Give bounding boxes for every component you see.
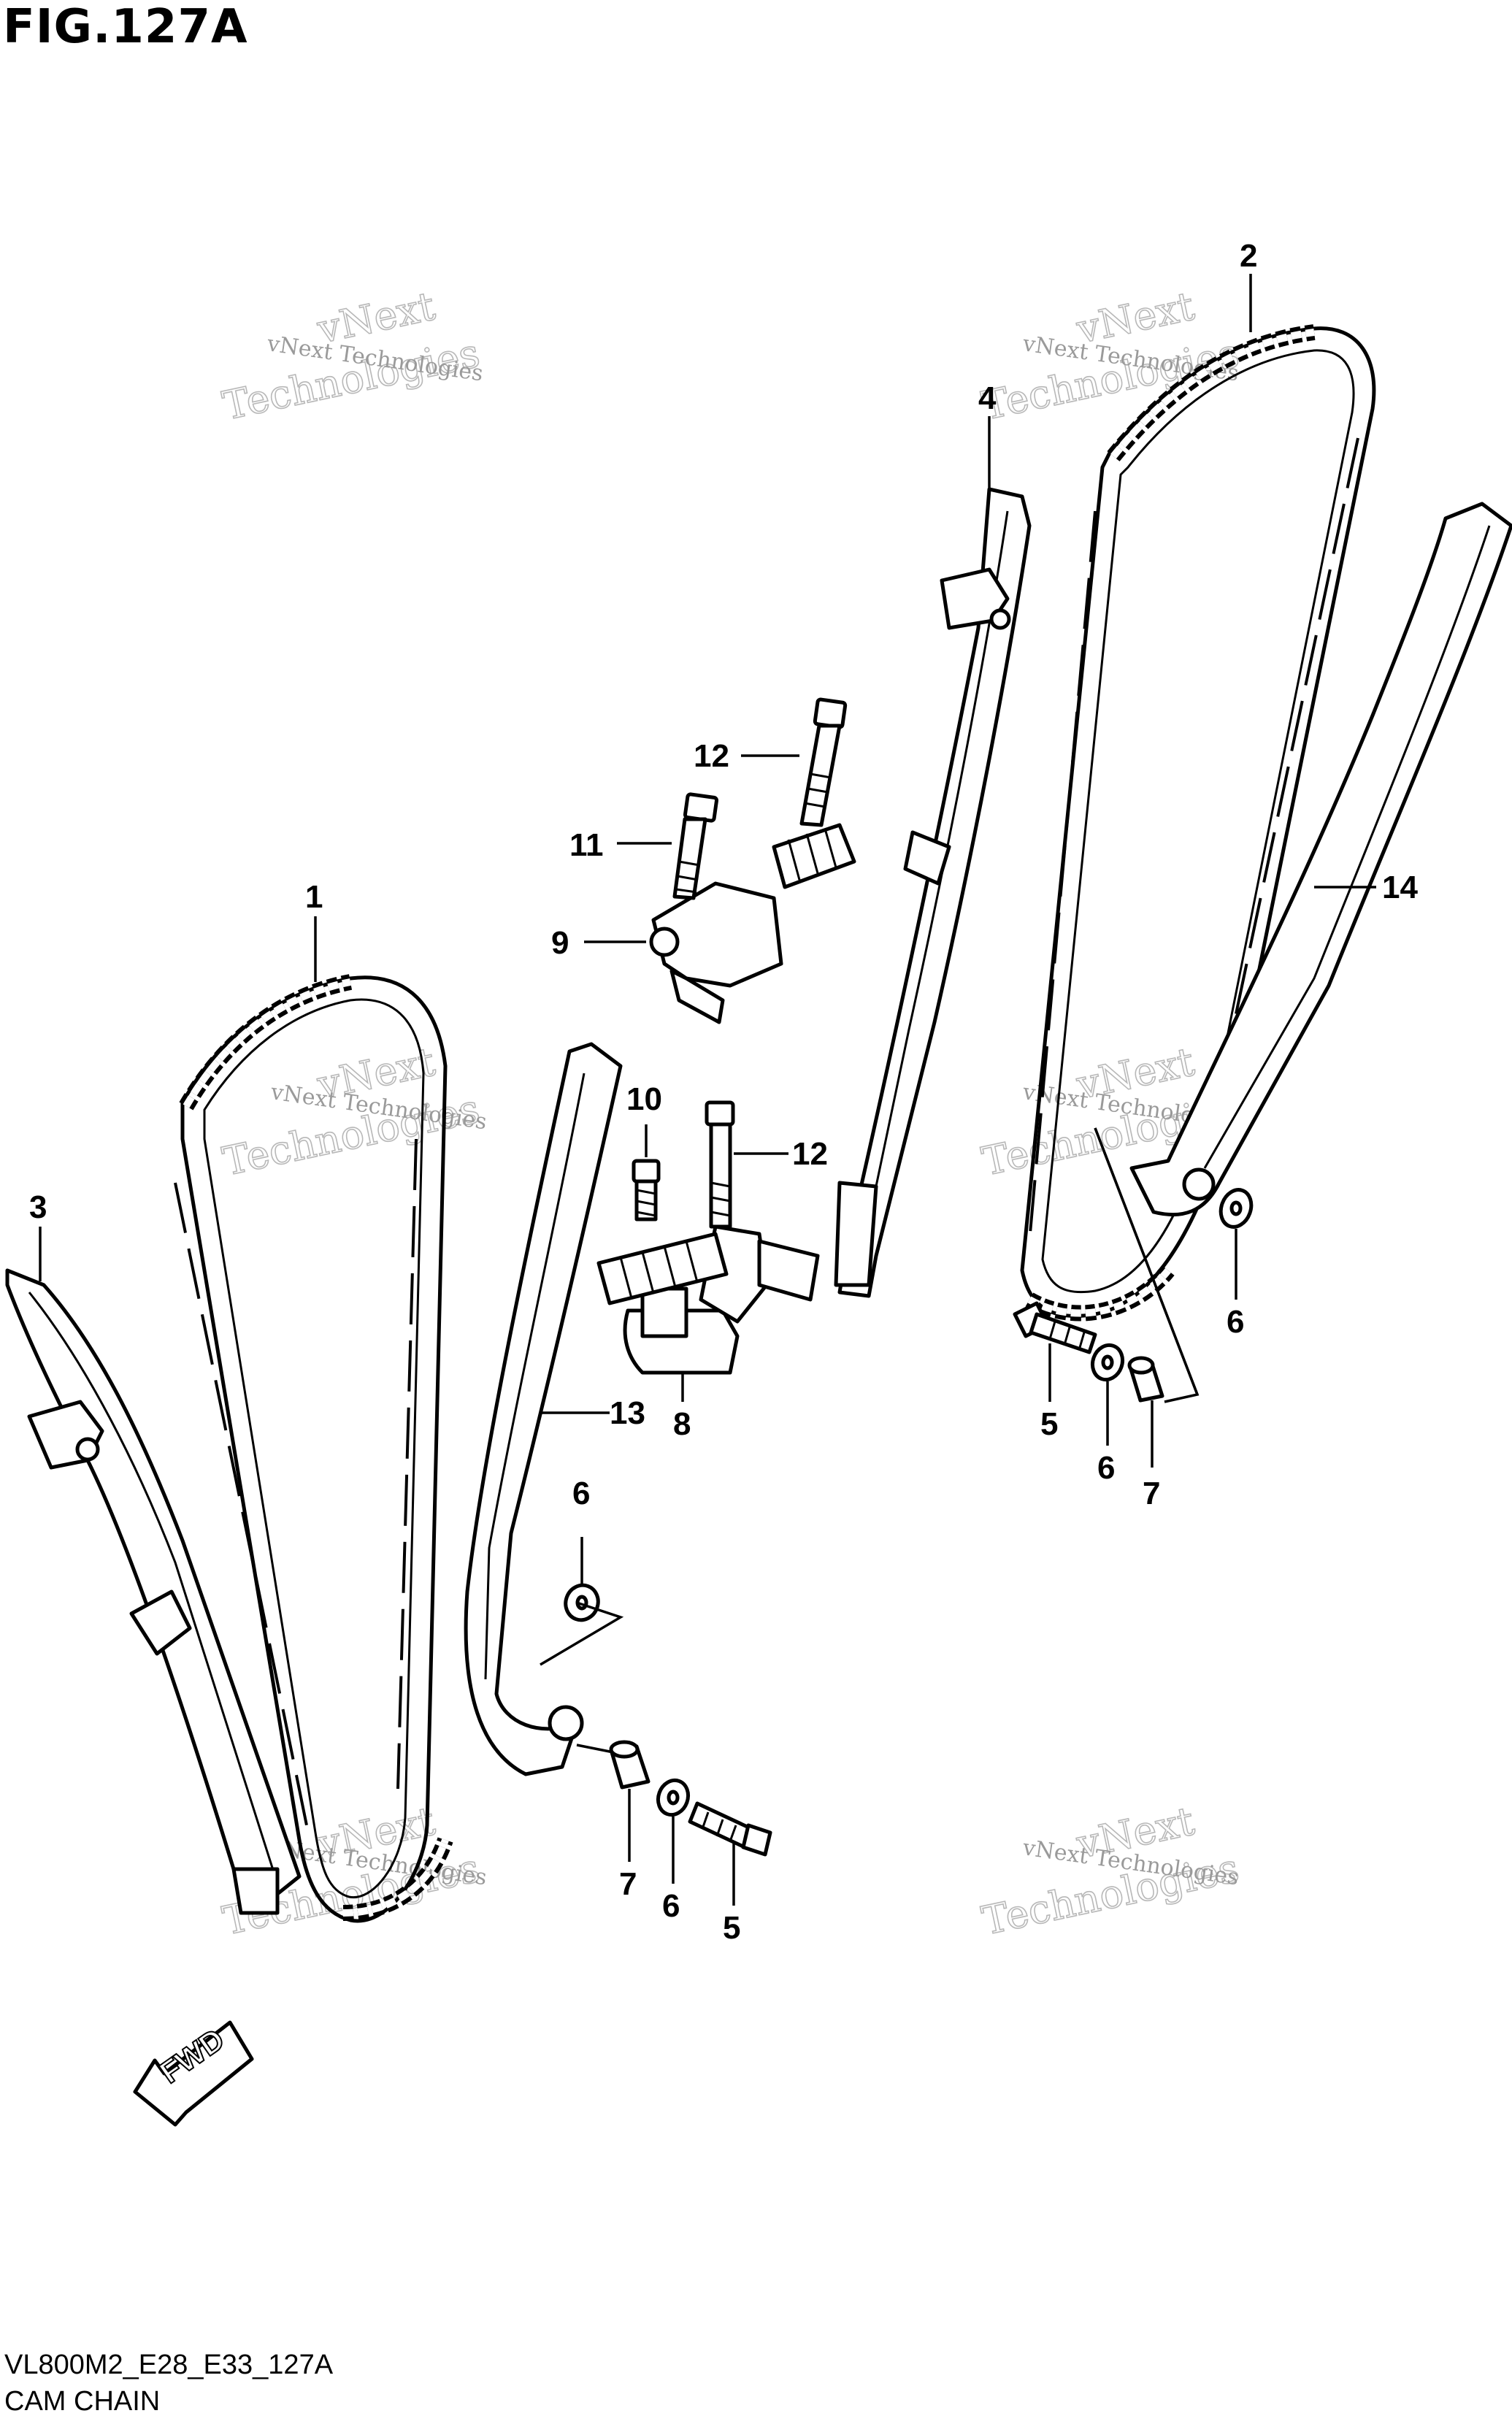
callout-2: 2 [1240,238,1257,274]
bolt-12-rear [741,697,848,827]
cam-chain-guide-rear [834,416,1032,1298]
watermark-top-right: Technologies vNext vNext Technologies [978,283,1243,430]
callout-4: 4 [978,380,997,416]
cam-chain-front [174,974,453,1923]
callout-5-right: 5 [1040,1406,1058,1442]
dowel-7-right [1127,1356,1164,1403]
callout-7-left: 7 [619,1866,637,1902]
bolt-11 [617,792,719,900]
hardware-left [540,1537,772,1906]
callout-12-rear: 12 [694,738,729,774]
washer-6-left-lower [656,1778,691,1817]
callout-labels: 1 2 3 4 9 11 12 10 12 14 6 5 6 7 13 8 6 … [29,238,1418,1946]
tensioner-front [596,1224,820,1402]
callout-1: 1 [305,879,323,915]
figure-name: CAM CHAIN [4,2386,161,2417]
washer-6-right-upper [1219,1188,1254,1229]
callout-10: 10 [626,1081,662,1117]
tensioner-arm-front [464,1042,623,1776]
dowel-7-left [609,1740,651,1790]
hardware-right [1013,1127,1254,1468]
bolt-10 [632,1124,661,1221]
callout-6-right-upper: 6 [1227,1304,1244,1340]
callout-6-right-lower: 6 [1097,1450,1115,1486]
callout-6-left-lower: 6 [662,1888,680,1924]
callout-9: 9 [551,925,569,961]
callout-12-front: 12 [792,1136,828,1172]
figure-title: FIG.127A [3,0,248,54]
callout-5-left: 5 [723,1910,740,1946]
bolt-5-right [1013,1301,1097,1354]
cam-chain-guide-front [5,1268,302,1915]
spring-rear [772,823,856,889]
fwd-arrow: FWD [133,2020,254,2127]
tensioner-arm-rear [1129,502,1512,1217]
callout-6-left-upper: 6 [572,1476,590,1511]
watermark-bottom-right: Technologies vNext vNext Technologies [978,1798,1243,1945]
callout-3: 3 [29,1189,47,1225]
washer-6-left-upper [564,1583,600,1622]
callout-7-right: 7 [1143,1476,1160,1511]
washer-6-right-lower [1090,1343,1125,1382]
bolt-12-front [705,1100,788,1229]
callout-11: 11 [569,827,604,863]
bolt-5-left [688,1801,772,1857]
callout-14: 14 [1382,870,1418,905]
callout-13: 13 [610,1395,645,1431]
watermark-mid-left: Technologies vNext vNext Technologies [218,1038,488,1186]
watermark-top-left: Technologies vNext vNext Technologies [218,283,485,430]
figure-code: VL800M2_E28_E33_127A [4,2350,334,2380]
spring-front [596,1232,729,1305]
callout-8: 8 [673,1406,691,1442]
tensioner-rear [584,823,856,1024]
